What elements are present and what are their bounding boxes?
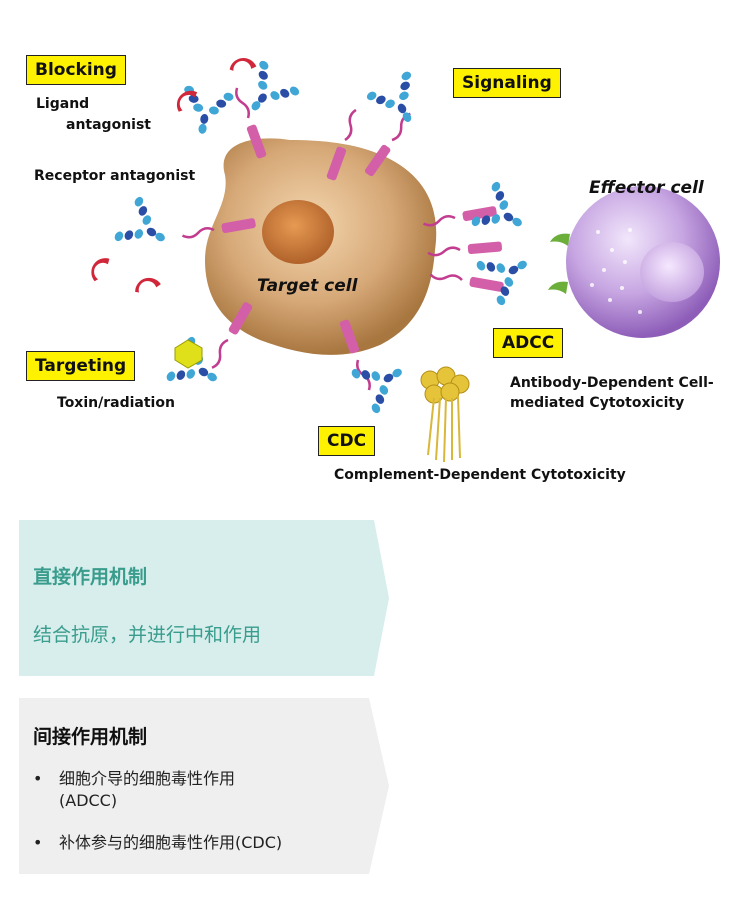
indirect-mechanism-title: 间接作用机制 [33,726,148,748]
fc-receptor [550,233,570,246]
ligand-antagonist-line1: Ligand [36,96,90,112]
receptor [426,240,504,260]
bullet-dot: • [33,769,43,788]
list-item: • 补体参与的细胞毒性作用(CDC) [33,832,373,856]
indirect-mechanism-panel: 间接作用机制 • 细胞介导的细胞毒性作用 (ADCC) • 补体参与的细胞毒性作… [19,698,389,874]
mechanism-diagram: Blocking Ligand antagonist Receptor anta… [26,54,720,483]
ligand [229,54,258,78]
adcc-label: ADCC [493,328,564,358]
effector-granules [590,228,642,314]
list-item-line1: 补体参与的细胞毒性作用(CDC) [59,833,283,852]
ligand-antagonist-line2: antagonist [66,117,151,133]
receptor-antagonist-label: Receptor antagonist [34,168,196,184]
ligand [86,254,116,282]
complement-complex [420,366,470,463]
antibody [365,69,432,134]
direct-mechanism-title: 直接作用机制 [33,566,148,588]
adcc-full-line2: mediated Cytotoxicity [510,395,685,411]
antibody [349,348,414,415]
cdc-label: CDC [318,426,376,456]
toxin-radiation-label: Toxin/radiation [57,395,175,411]
ligand [134,275,162,296]
direct-mechanism-text: 结合抗原，并进行中和作用 [33,624,262,646]
diagram-illustration [86,54,720,463]
effector-cell-label: Effector cell [589,178,704,198]
blocking-label: Blocking [26,55,126,85]
target-cell-nucleus [262,200,334,264]
target-cell-label: Target cell [257,276,358,296]
cdc-full-label: Complement-Dependent Cytotoxicity [334,467,626,483]
adcc-full-line1: Antibody-Dependent Cell- [510,375,714,391]
bullet-dot: • [33,833,43,852]
list-item: • 细胞介导的细胞毒性作用 (ADCC) [33,768,373,814]
list-item-line2: (ADCC) [59,791,118,810]
targeting-label: Targeting [26,351,136,381]
toxin-payload [174,339,203,369]
signaling-label: Signaling [453,68,561,98]
effector-cell-nucleus [640,242,704,302]
direct-mechanism-panel: 直接作用机制 结合抗原，并进行中和作用 [19,520,389,676]
fc-receptor [548,281,568,294]
receptor [428,268,506,294]
antibody [233,59,301,126]
list-item-line1: 细胞介导的细胞毒性作用 [59,769,236,788]
antibody [112,195,177,262]
